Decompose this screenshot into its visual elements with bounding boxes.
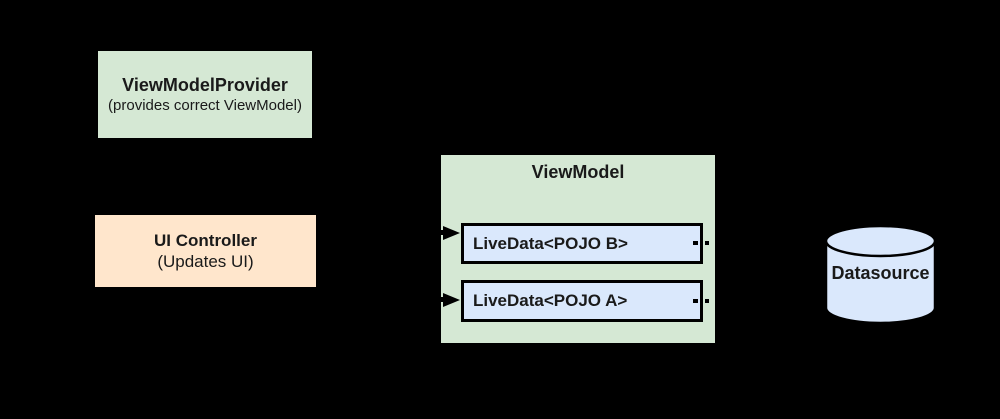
datasource-label: Datasource: [831, 263, 930, 283]
datasource-cylinder: Datasource: [823, 224, 938, 325]
database-cylinder-icon: [824, 224, 937, 325]
arrow-right-icon: [443, 293, 460, 307]
dotted-connector-dot: [705, 241, 709, 245]
arrow-right-icon: [443, 226, 460, 240]
viewmodel-title: ViewModel: [531, 162, 625, 182]
livedata-pojo-b-box: LiveData<POJO B>: [461, 223, 703, 264]
ui-controller-subtitle: (Updates UI): [157, 252, 254, 271]
livedata-pojo-b-label: LiveData<POJO B>: [473, 233, 628, 253]
viewmodelprovider-title: ViewModelProvider: [122, 74, 288, 95]
ui-controller-box: UI Controller (Updates UI): [95, 215, 316, 287]
livedata-pojo-a-label: LiveData<POJO A>: [473, 291, 628, 310]
viewmodelprovider-subtitle: (provides correct ViewModel): [108, 96, 302, 114]
viewmodelprovider-box: ViewModelProvider (provides correct View…: [98, 51, 312, 138]
arrow-shaft-stub-a: [441, 297, 444, 302]
dotted-connector-dot: [693, 241, 698, 245]
livedata-pojo-a-box: LiveData<POJO A>: [461, 280, 703, 322]
viewmodel-box: ViewModel LiveData<POJO B> LiveData<POJO…: [441, 155, 715, 343]
arrow-shaft-stub-b: [441, 230, 444, 235]
dotted-connector-dot: [705, 299, 709, 303]
ui-controller-title: UI Controller: [154, 231, 257, 250]
dotted-connector-dot: [693, 299, 698, 303]
